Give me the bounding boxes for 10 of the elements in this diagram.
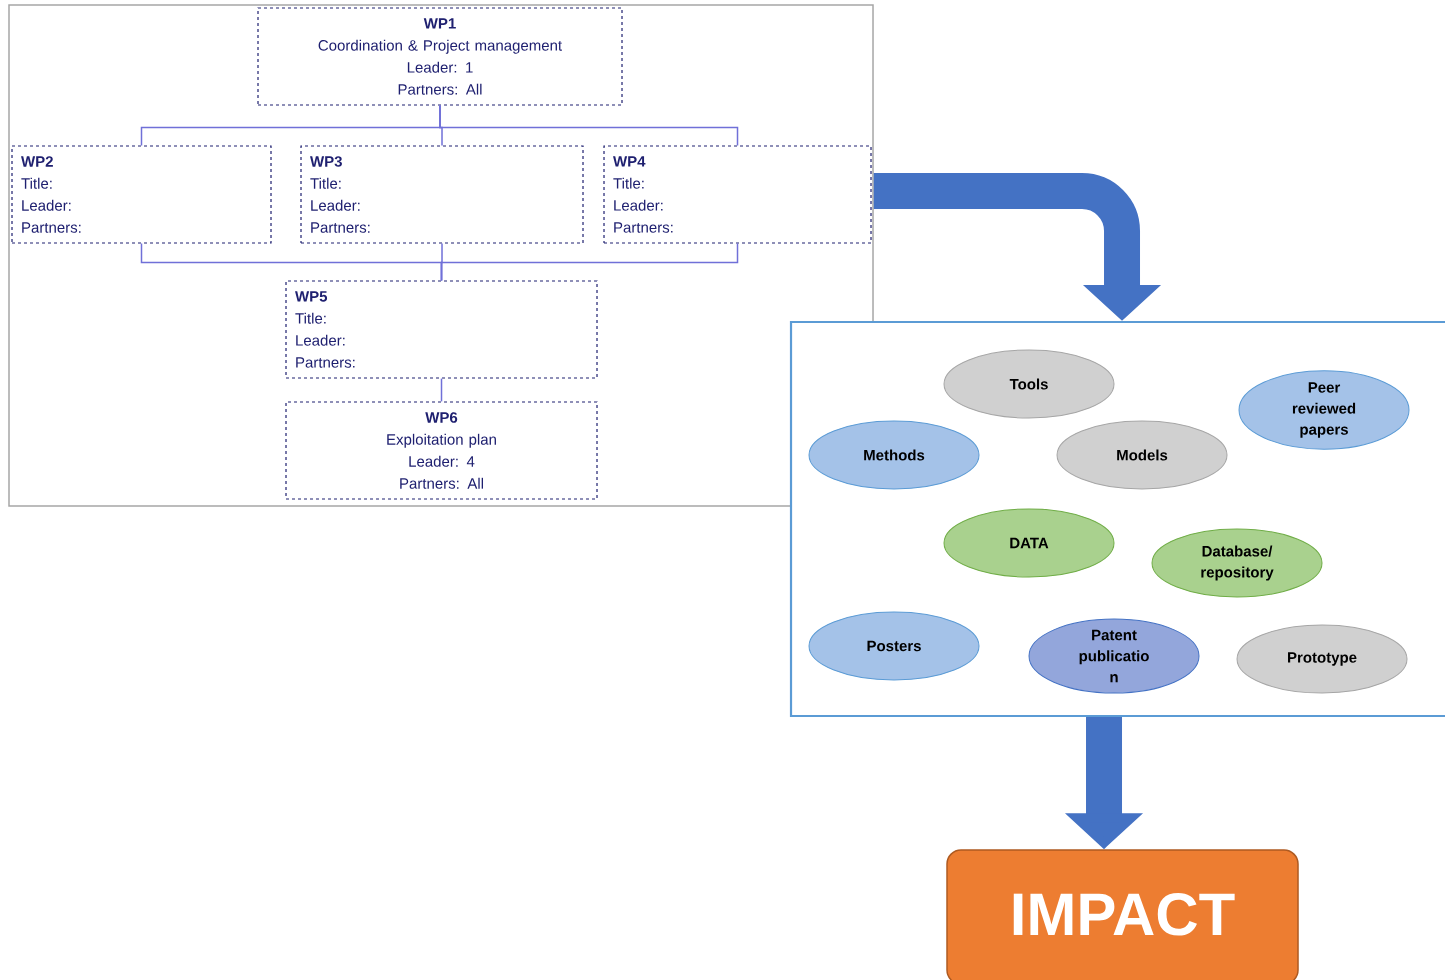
work-package-box: WP6 Exploitation plan Leader: 4 Partners: All: [285, 401, 598, 500]
connector-line: [440, 377, 443, 403]
connector-line: [439, 104, 739, 147]
impact-box: IMPACT: [946, 849, 1299, 980]
connector-line: [440, 242, 739, 282]
work-package-box: WP3 Title: Leader: Partners:: [300, 145, 584, 244]
work-package-box: WP5 Title: Leader: Partners:: [285, 280, 598, 379]
work-package-box: WP4 Title: Leader: Partners:: [603, 145, 872, 244]
work-package-box: WP2 Title: Leader: Partners:: [11, 145, 272, 244]
work-package-box: WP1 Coordination & Project management Leader: 1 Partners: All: [257, 7, 623, 106]
